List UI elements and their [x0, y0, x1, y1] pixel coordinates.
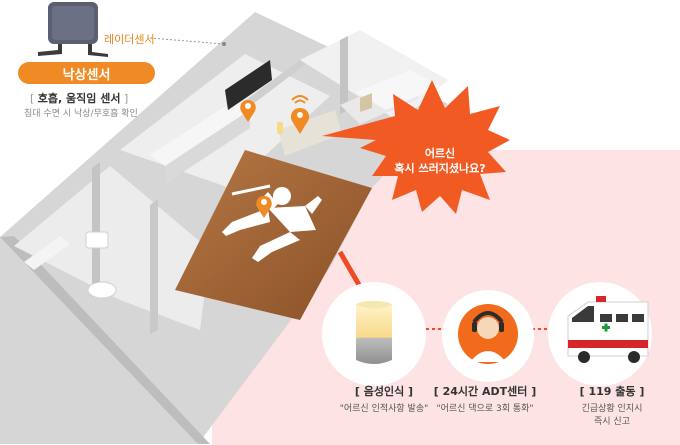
step-description: "어르신 인적사항 발송": [339, 404, 429, 414]
step-title: [ 24시간 ADT센터 ]: [433, 385, 537, 398]
alert-message: 어르신 혹시 쓰러지셨나요?: [380, 146, 500, 176]
step-description-line-2: 즉시 신고: [594, 417, 630, 427]
step-description-line-1: 긴급상황 인지시: [581, 404, 643, 414]
radar-sensor-device-icon: [38, 2, 108, 57]
step-title: [ 음성인식 ]: [354, 385, 414, 398]
smart-speaker-icon: [356, 301, 392, 364]
fallen-person-icon: [222, 184, 322, 262]
radar-sensor-callout: 레이더센서: [104, 33, 155, 46]
step-description: "어르신 댁으로 3회 통화": [436, 404, 534, 414]
location-pin-icon: [290, 95, 310, 134]
ambulance-icon: [567, 296, 649, 363]
step-voice-recognition: [ 음성인식 ] "어르신 인적사항 발송": [309, 383, 459, 416]
bracket-close: ]: [120, 92, 129, 105]
product-description: 침대 수면 시 낙상/무호흡 확인: [24, 109, 138, 119]
step-adt-center: [ 24시간 ADT센터 ] "어르신 댁으로 3회 통화": [410, 383, 560, 416]
location-pin-icon: [256, 196, 272, 218]
step-119-dispatch: [ 119 출동 ] 긴급상황 인지시 즉시 신고: [537, 383, 680, 429]
product-name: 낙상센서: [62, 67, 111, 83]
headset-agent-icon: [458, 304, 518, 364]
product-feature: [ 호흡, 움직임 센서 ]: [30, 90, 128, 106]
apartment-structure: [0, 12, 448, 444]
alert-line-1: 어르신: [424, 147, 456, 160]
step-title: [ 119 출동 ]: [579, 385, 645, 398]
location-pin-icon: [240, 100, 256, 122]
product-name-badge: 낙상센서: [18, 62, 155, 84]
smart-speaker-icon: [277, 122, 283, 134]
alert-line-2: 혹시 쓰러지셨나요?: [394, 162, 486, 175]
product-feature-text: 호흡, 움직임 센서: [37, 92, 121, 105]
step-description: 긴급상황 인지시 즉시 신고: [537, 403, 680, 429]
bracket-open: [: [30, 92, 38, 105]
alert-burst: [322, 80, 510, 214]
